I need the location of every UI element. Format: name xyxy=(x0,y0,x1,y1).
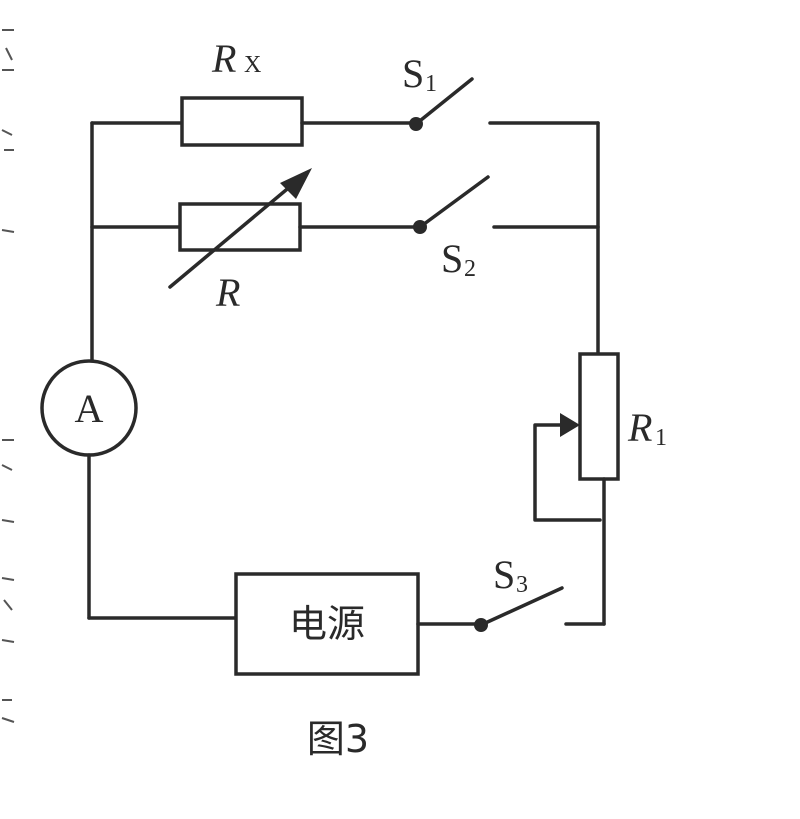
switch-s3-blade[interactable] xyxy=(479,586,564,627)
label-rx-sub: X xyxy=(244,52,261,78)
rheostat-arrow-head xyxy=(280,168,312,199)
branch-rx xyxy=(90,77,600,147)
left-rail xyxy=(40,121,238,620)
label-s1-sub: 1 xyxy=(425,71,437,97)
label-r1-sub: 1 xyxy=(655,425,667,451)
label-power-supply: 电源 xyxy=(289,602,365,646)
resistor-rx xyxy=(180,96,304,147)
figure-caption: 图3 xyxy=(307,717,369,761)
label-s2: S xyxy=(441,236,463,281)
label-r: R xyxy=(215,270,240,315)
switch-s1-blade[interactable] xyxy=(414,77,474,126)
label-rx: R xyxy=(211,36,236,81)
right-rail xyxy=(533,121,620,626)
label-s3-sub: 3 xyxy=(516,572,528,598)
r1-slider-arrow xyxy=(560,413,580,437)
label-s2-sub: 2 xyxy=(464,256,476,282)
rheostat-r1 xyxy=(578,352,620,481)
label-s1: S xyxy=(402,51,424,96)
r1-slider-wire[interactable] xyxy=(533,423,602,522)
margin-artifacts xyxy=(1,29,15,723)
switch-s2-blade[interactable] xyxy=(418,175,490,229)
branch-r xyxy=(90,168,600,289)
label-r1: R xyxy=(627,405,652,450)
labels: R X R S 1 S 2 S 3 R 1 A 电源 图3 xyxy=(75,36,667,761)
label-s3: S xyxy=(493,552,515,597)
power-supply xyxy=(234,572,420,676)
bottom-rail xyxy=(234,572,606,676)
label-ammeter: A xyxy=(75,386,104,431)
rheostat-arrow-shaft xyxy=(168,178,300,289)
